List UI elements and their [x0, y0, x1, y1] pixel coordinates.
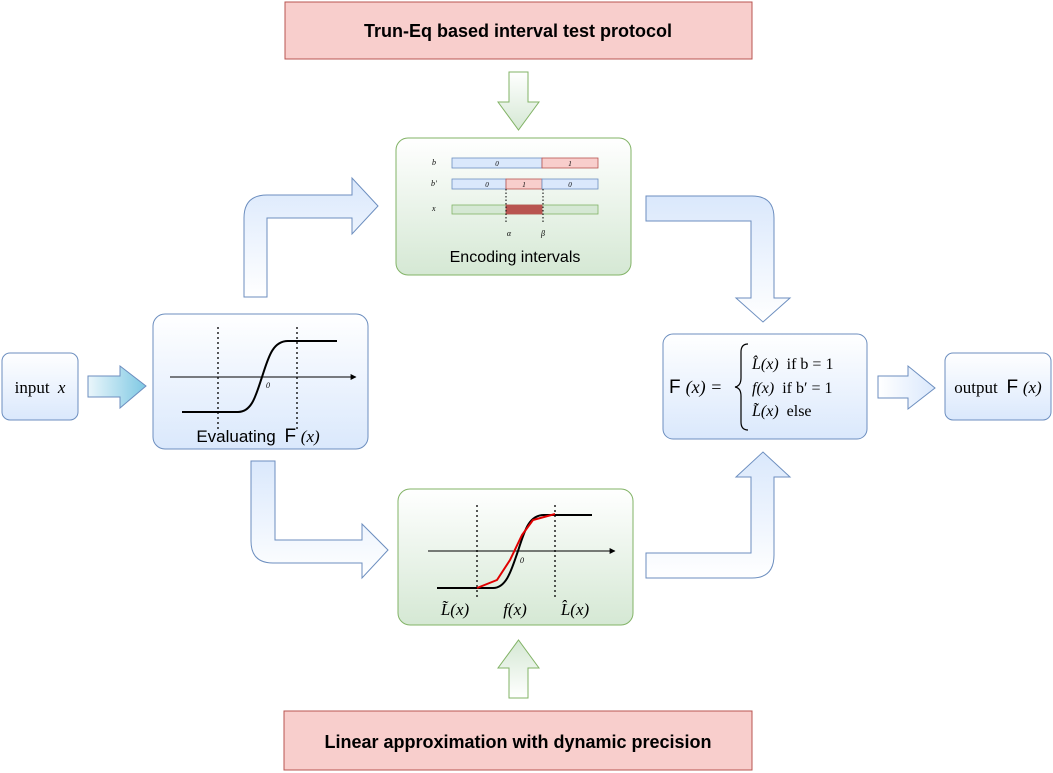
approx-label-ltilde: L̃(x) [440, 600, 470, 619]
approx-to-piecewise-arrow [645, 451, 792, 579]
encoding-bprime-segment-0 [451, 178, 507, 190]
svg-text:input x: input x [15, 378, 66, 397]
approx-box: 0 L̃(x) f(x) L̂(x) [397, 488, 634, 626]
piecewise-brace [734, 343, 749, 431]
eval-sigmoid-curve [182, 340, 337, 413]
svg-text:F (x) =: F (x) = [669, 377, 722, 398]
svg-text:Evaluating F (x): Evaluating F (x) [196, 426, 320, 447]
protocol-down-arrow [497, 71, 540, 131]
protocol-banner: Trun-Eq based interval test protocol [284, 1, 753, 60]
encoding-beta-label: β [540, 229, 545, 238]
encoding-row-b-label: b [432, 158, 436, 167]
piecewise-case-1-expr: f(x) [752, 380, 774, 397]
input-arrow [87, 364, 147, 410]
piecewise-case-2-cond: else [787, 403, 812, 420]
svg-text:output F (x): output F (x) [954, 377, 1042, 398]
encoding-bprime-segment-2 [541, 178, 599, 190]
input-box: input x [1, 352, 79, 421]
encoding-b-value-0: 0 [495, 160, 499, 168]
svg-text:L̂(x) if b = 1: L̂(x) if b = 1 [751, 354, 833, 373]
approx-label-f: f(x) [503, 600, 527, 619]
encoding-b-value-1: 1 [568, 160, 572, 168]
encoding-to-piecewise-arrow [645, 195, 792, 323]
svg-text:f(x) if b′ = 1: f(x) if b′ = 1 [752, 380, 833, 397]
output-arg: (x) [1023, 378, 1042, 397]
approx-label-lhat: L̂(x) [560, 600, 590, 619]
piecewise-box: F (x) = L̂(x) if b = 1 f(x) if b′ = 1 L̃… [662, 333, 868, 440]
eval-to-approx-arrow [250, 460, 389, 580]
piecewise-case-0-expr: L̂(x) [751, 354, 779, 373]
encoding-row-x-label: x [431, 204, 436, 213]
approx-sigmoid-curve [437, 514, 592, 589]
input-var: x [57, 378, 66, 397]
approx-banner-label: Linear approximation with dynamic precis… [324, 732, 711, 752]
encoding-box: b 0 1 b' 0 1 0 x α β Encoding intervals [395, 137, 632, 276]
evaluate-box: 0 Evaluating F (x) [152, 313, 369, 450]
output-box: output F (x) [944, 352, 1052, 421]
svg-text:L̃(x) else: L̃(x) else [751, 402, 812, 420]
encoding-row-bprime-label: b' [431, 179, 437, 188]
eval-caption: Evaluating [196, 427, 275, 446]
encoding-bprime-value-2: 0 [568, 181, 572, 189]
piecewise-case-2-expr: L̃(x) [751, 402, 779, 420]
protocol-banner-label: Trun-Eq based interval test protocol [364, 21, 672, 41]
piecewise-case-0-cond: if b = 1 [787, 356, 834, 373]
input-label: input [15, 378, 50, 397]
eval-to-encoding-arrow [243, 176, 379, 298]
encoding-caption: Encoding intervals [450, 249, 581, 266]
output-arrow [877, 364, 936, 411]
encoding-alpha-label: α [507, 229, 512, 238]
eval-func: F [284, 426, 296, 447]
encoding-x-interval [505, 204, 543, 215]
encoding-b-segment-1 [541, 157, 599, 169]
eval-arg: (x) [301, 427, 320, 446]
approx-banner: Linear approximation with dynamic precis… [283, 710, 753, 771]
piecewise-lhs-func: F [669, 377, 681, 398]
approx-linear-segments [476, 513, 556, 589]
encoding-bprime-value-0: 0 [485, 181, 489, 189]
output-label: output [954, 378, 998, 397]
output-func: F [1006, 377, 1018, 398]
piecewise-lhs-arg: (x) = [686, 377, 723, 398]
approx-up-arrow [497, 639, 540, 699]
eval-origin-label: 0 [266, 381, 270, 390]
encoding-bprime-value-1: 1 [522, 181, 526, 189]
piecewise-case-1-cond: if b′ = 1 [782, 380, 832, 397]
approx-origin-label: 0 [520, 556, 524, 565]
